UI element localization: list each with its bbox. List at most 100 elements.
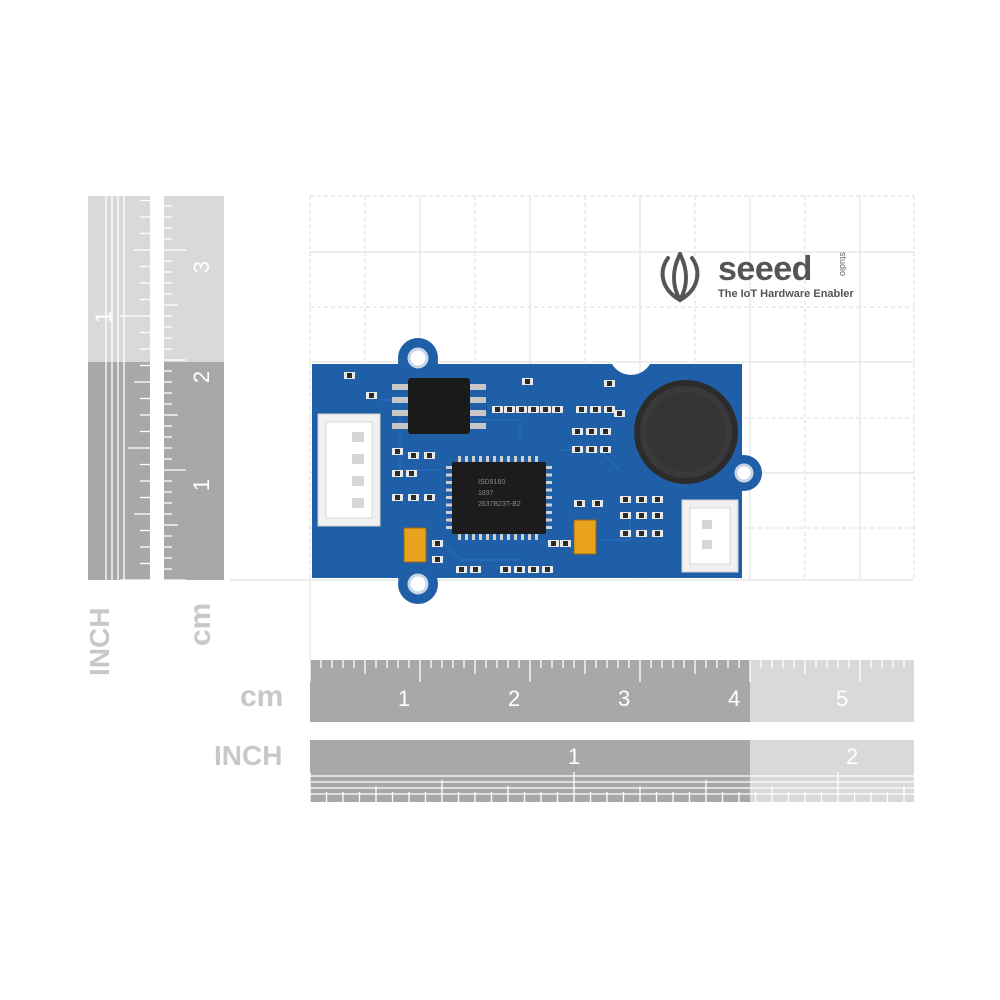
chip-pin [535, 456, 538, 462]
chip-pin [446, 488, 452, 492]
chip-pin [546, 488, 552, 492]
smd-part-body [473, 567, 478, 572]
pcb-board: ISD9160 1837 2637B23T-B2 [312, 338, 762, 604]
smd-part-body [563, 541, 568, 546]
smd-part-body [507, 407, 512, 412]
smd-part-body [655, 497, 660, 502]
chip-pin [500, 534, 503, 540]
flash-memory-chip [392, 378, 486, 434]
chip-pin [446, 503, 452, 507]
smd-part-body [577, 501, 582, 506]
chip-pin [546, 473, 552, 477]
horizontal-cm-unit-label: cm [240, 680, 284, 713]
electret-microphone [634, 380, 738, 484]
smd-part-body [427, 495, 432, 500]
chip-marking-line-3: 2637B23T-B2 [478, 501, 521, 508]
smd-part-body [411, 453, 416, 458]
chip-pin [546, 466, 552, 469]
smd-part-body [639, 513, 644, 518]
chip-pin [521, 534, 524, 540]
smd-part-body [593, 407, 598, 412]
smd-part-body [347, 373, 352, 378]
cm-tick-label: 1 [398, 686, 411, 711]
vertical-cm-unit-label: cm [184, 602, 217, 646]
chip-pin [479, 534, 482, 540]
chip-pin [514, 534, 517, 540]
smd-part-body [395, 495, 400, 500]
chip-pin [528, 456, 531, 462]
smd-part-body [655, 513, 660, 518]
chip-pin [493, 534, 496, 540]
smd-part-body [589, 447, 594, 452]
brand-tagline: The IoT Hardware Enabler [718, 288, 854, 300]
smd-part-body [603, 447, 608, 452]
smd-part-body [435, 541, 440, 546]
brand-studio: studio [838, 252, 848, 277]
chip-pin [446, 526, 452, 529]
smd-part-body [427, 453, 432, 458]
chip-pin [546, 503, 552, 507]
vertical-cm-tick-label: 2 [189, 370, 215, 384]
brand-name: seeed [718, 250, 812, 288]
chip-pin [446, 466, 452, 469]
smd-part-body [369, 393, 374, 398]
cm-tick-label: 2 [508, 686, 521, 711]
smd-part-body [411, 495, 416, 500]
smd-part-body [545, 567, 550, 572]
chip-pin [500, 456, 503, 462]
chip-pin [514, 456, 517, 462]
chip-marking-line-2: 1837 [478, 490, 494, 497]
smd-part-body [519, 407, 524, 412]
chip-pin [446, 496, 452, 499]
smd-part-body [555, 407, 560, 412]
smd-part-body [575, 447, 580, 452]
smd-part-body [435, 557, 440, 562]
smd-part-body [579, 407, 584, 412]
horizontal-inch-ruler [309, 740, 914, 802]
smd-part-body [531, 567, 536, 572]
smd-part-body [607, 381, 612, 386]
horizontal-cm-ruler [309, 660, 914, 722]
smd-part-body [589, 429, 594, 434]
smd-part-body [551, 541, 556, 546]
chip-pin [472, 456, 475, 462]
chip-pin [546, 481, 552, 484]
vertical-inch-tick-label: 1 [91, 310, 117, 324]
chip-pin [546, 526, 552, 529]
smd-part-body [639, 497, 644, 502]
chip-pin [546, 518, 552, 522]
vertical-cm-tick-label: 3 [189, 260, 215, 274]
chip-pin [446, 518, 452, 522]
smd-part-body [531, 407, 536, 412]
chip-pin [507, 534, 510, 540]
chip-pin [465, 456, 468, 462]
smd-part-body [603, 429, 608, 434]
chip-pin [528, 534, 531, 540]
chip-pin [446, 511, 452, 514]
inch-tick-label: 2 [846, 744, 859, 769]
vertical-inch-ruler [88, 196, 150, 581]
chip-pin [507, 456, 510, 462]
smd-part-body [395, 449, 400, 454]
chip-marking-line-1: ISD9160 [478, 479, 505, 486]
smd-part-body [503, 567, 508, 572]
seeed-flame-logo-icon [660, 252, 700, 302]
cm-tick-label: 4 [728, 686, 741, 711]
chip-pin [479, 456, 482, 462]
chip-pin [446, 473, 452, 477]
main-microcontroller-chip: ISD9160 1837 2637B23T-B2 [446, 456, 552, 540]
tantalum-capacitor-right [573, 519, 597, 555]
smd-part-body [543, 407, 548, 412]
chip-pin [521, 456, 524, 462]
vertical-cm-tick-label: 1 [189, 478, 215, 492]
chip-pin [458, 534, 461, 540]
smd-part-body [575, 429, 580, 434]
chip-pin [458, 456, 461, 462]
smd-part-body [607, 407, 612, 412]
chip-pin [486, 534, 489, 540]
smd-part-body [639, 531, 644, 536]
tantalum-capacitor-left [403, 527, 427, 563]
smd-part-body [617, 411, 622, 416]
vertical-inch-unit-label: INCH [84, 607, 115, 676]
